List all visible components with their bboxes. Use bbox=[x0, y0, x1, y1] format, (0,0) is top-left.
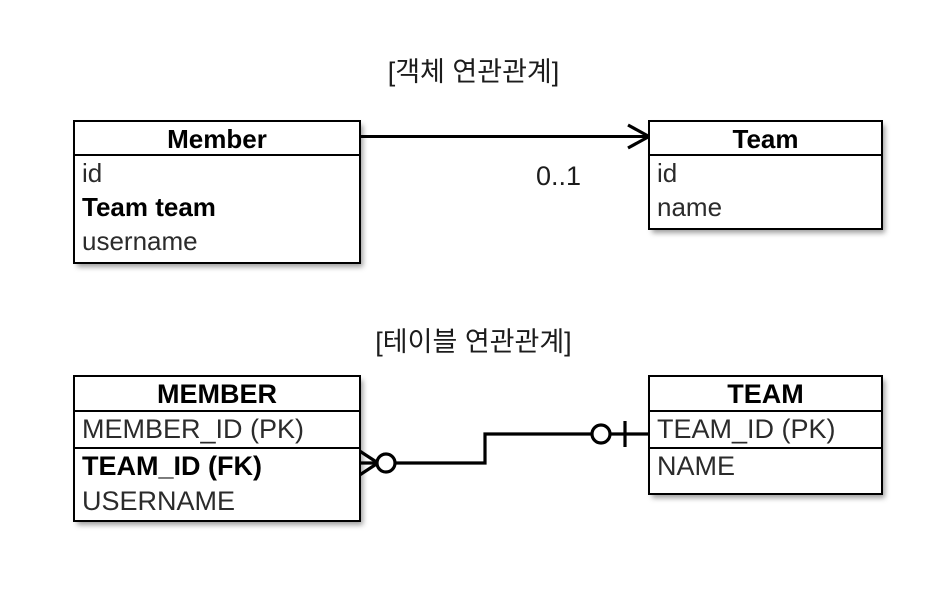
relationship-connector-member-team bbox=[354, 421, 648, 480]
table-box-team-key-section: TEAM_ID (PK) bbox=[650, 412, 881, 449]
class-attribute-team: Team team bbox=[82, 192, 216, 222]
table-column-name: NAME bbox=[657, 451, 736, 481]
class-box-team-attributes: id name bbox=[650, 156, 881, 224]
association-line-member-team bbox=[361, 135, 650, 138]
class-attribute-team-id: id bbox=[657, 158, 678, 188]
association-multiplicity-label: 0..1 bbox=[536, 161, 582, 191]
table-column-username: USERNAME bbox=[82, 486, 236, 516]
cardinality-zero-circle-right bbox=[590, 423, 612, 445]
relationship-polyline bbox=[395, 432, 591, 465]
class-box-team[interactable]: Team id name bbox=[648, 120, 883, 230]
class-attribute-team-name: name bbox=[657, 192, 723, 222]
class-box-member-attributes: id Team team username bbox=[75, 156, 359, 258]
table-box-team-column-section: NAME bbox=[650, 449, 881, 484]
class-box-member[interactable]: Member id Team team username bbox=[73, 120, 361, 264]
class-box-team-title: Team bbox=[650, 122, 881, 156]
class-attribute-id: id bbox=[82, 158, 103, 188]
table-column-team-id-fk: TEAM_ID (FK) bbox=[82, 451, 262, 481]
table-box-member-title: MEMBER bbox=[75, 377, 359, 412]
class-attribute-username: username bbox=[82, 226, 198, 256]
table-box-member[interactable]: MEMBER MEMBER_ID (PK) TEAM_ID (FK) USERN… bbox=[73, 375, 361, 522]
table-box-team[interactable]: TEAM TEAM_ID (PK) NAME bbox=[648, 375, 883, 495]
table-column-team-id-pk: TEAM_ID (PK) bbox=[657, 414, 836, 444]
table-box-member-key-section: MEMBER_ID (PK) bbox=[75, 412, 359, 449]
cardinality-zero-circle-left bbox=[375, 452, 397, 474]
object-section-title: [객체 연관관계] bbox=[387, 57, 560, 87]
table-section-title: [테이블 연관관계] bbox=[375, 327, 572, 357]
table-box-team-title: TEAM bbox=[650, 377, 881, 412]
class-box-member-title: Member bbox=[75, 122, 359, 156]
table-column-member-id: MEMBER_ID (PK) bbox=[82, 414, 305, 444]
table-box-member-column-section: TEAM_ID (FK) USERNAME bbox=[75, 449, 359, 519]
